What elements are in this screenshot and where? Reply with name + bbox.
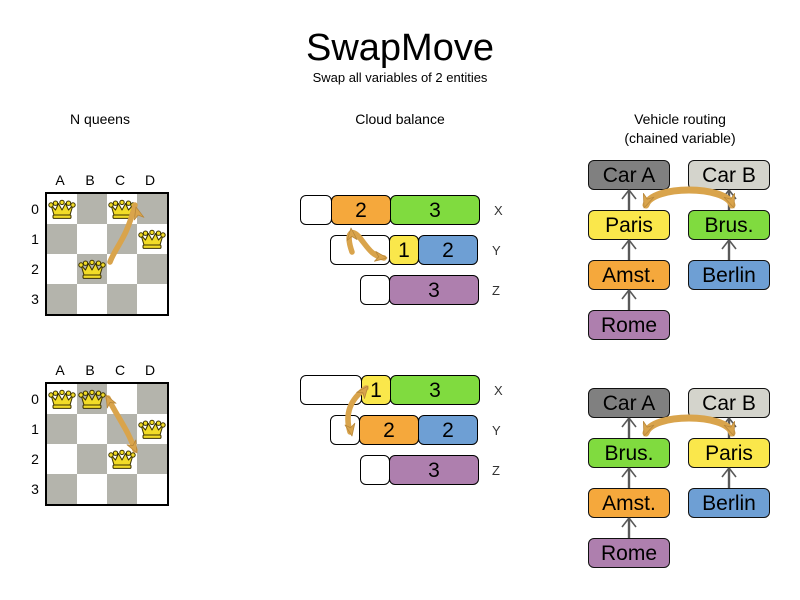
vrp-stop-brus[interactable]: Brus. xyxy=(688,210,770,240)
cloud-process-Z-1[interactable]: 3 xyxy=(389,455,479,485)
board-row-label-1: 1 xyxy=(31,421,39,437)
board-cell-B0[interactable] xyxy=(77,194,107,224)
page-title: SwapMove xyxy=(306,27,494,69)
vrp-stop-berlin[interactable]: Berlin xyxy=(688,488,770,518)
board-cell-A2[interactable] xyxy=(47,254,77,284)
board-cell-D2[interactable] xyxy=(137,444,167,474)
board-column-label-C: C xyxy=(114,362,126,378)
cloud-process-X-1[interactable]: 2 xyxy=(331,195,391,225)
board-cell-D1[interactable] xyxy=(137,224,167,254)
vrp-stop-amst[interactable]: Amst. xyxy=(588,488,670,518)
board-column-label-B: B xyxy=(85,172,95,188)
board-cell-A1[interactable] xyxy=(47,414,77,444)
board-column-label-C: C xyxy=(114,172,126,188)
queen-icon xyxy=(48,199,76,219)
section-heading-nqueens: N queens xyxy=(70,111,130,127)
queen-icon xyxy=(78,389,106,409)
queen-icon xyxy=(138,229,166,249)
queen-icon xyxy=(78,259,106,279)
board-column-label-B: B xyxy=(85,362,95,378)
cloud-computer-label-Z: Z xyxy=(492,463,500,478)
vrp-stop-amst[interactable]: Amst. xyxy=(588,260,670,290)
board-cell-A3[interactable] xyxy=(47,284,77,314)
board-cell-B1[interactable] xyxy=(77,224,107,254)
section-heading-vehiclerouting-line1: Vehicle routing xyxy=(634,111,726,127)
board-row-label-2: 2 xyxy=(31,261,39,277)
board-cell-B0[interactable] xyxy=(77,384,107,414)
board-cell-D2[interactable] xyxy=(137,254,167,284)
board-cell-B3[interactable] xyxy=(77,284,107,314)
queen-icon xyxy=(48,389,76,409)
cloud-process-Y-1[interactable]: 2 xyxy=(359,415,419,445)
board-row-label-0: 0 xyxy=(31,201,39,217)
cloud-computer-label-X: X xyxy=(494,203,503,218)
vrp-stop-paris[interactable]: Paris xyxy=(688,438,770,468)
board-column-label-A: A xyxy=(55,362,65,378)
queen-icon xyxy=(138,419,166,439)
board-column-label-D: D xyxy=(144,172,156,188)
board-cell-A2[interactable] xyxy=(47,444,77,474)
cloud-process-Y-2[interactable]: 2 xyxy=(418,415,478,445)
vrp-stop-rome[interactable]: Rome xyxy=(588,310,670,340)
board-row-label-0: 0 xyxy=(31,391,39,407)
cloud-process-Z-1[interactable]: 3 xyxy=(389,275,479,305)
board-row-label-2: 2 xyxy=(31,451,39,467)
cloud-computer-label-Z: Z xyxy=(492,283,500,298)
vrp-stop-brus[interactable]: Brus. xyxy=(588,438,670,468)
board-cell-D0[interactable] xyxy=(137,384,167,414)
board-cell-B1[interactable] xyxy=(77,414,107,444)
vrp-stop-paris[interactable]: Paris xyxy=(588,210,670,240)
cloud-process-X-2[interactable]: 3 xyxy=(390,375,480,405)
cloud-bar-Z: 3 xyxy=(360,275,479,305)
section-heading-vehiclerouting-line2: (chained variable) xyxy=(624,130,736,146)
board-cell-A0[interactable] xyxy=(47,194,77,224)
cloud-free-capacity-Z xyxy=(360,275,390,305)
board-column-label-D: D xyxy=(144,362,156,378)
board-cell-D1[interactable] xyxy=(137,414,167,444)
board-cell-A3[interactable] xyxy=(47,474,77,504)
board-row-label-3: 3 xyxy=(31,291,39,307)
cloud-process-Y-2[interactable]: 2 xyxy=(418,235,478,265)
vrp-vehicle-car-b[interactable]: Car B xyxy=(688,160,770,190)
queen-icon xyxy=(108,449,136,469)
vrp-stop-berlin[interactable]: Berlin xyxy=(688,260,770,290)
board-cell-D3[interactable] xyxy=(137,474,167,504)
vrp-vehicle-car-b[interactable]: Car B xyxy=(688,388,770,418)
vrp-vehicle-car-a[interactable]: Car A xyxy=(588,160,670,190)
cloud-bar-Z: 3 xyxy=(360,455,479,485)
board-column-label-A: A xyxy=(55,172,65,188)
board-cell-B2[interactable] xyxy=(77,444,107,474)
board-row-label-1: 1 xyxy=(31,231,39,247)
page-subtitle: Swap all variables of 2 entities xyxy=(312,70,488,85)
cloud-computer-label-Y: Y xyxy=(492,243,501,258)
cloud-computer-label-X: X xyxy=(494,383,503,398)
cloud-computer-label-Y: Y xyxy=(492,423,501,438)
board-cell-C3[interactable] xyxy=(107,284,137,314)
board-cell-D3[interactable] xyxy=(137,284,167,314)
section-heading-cloudbalance: Cloud balance xyxy=(355,111,445,127)
vrp-stop-rome[interactable]: Rome xyxy=(588,538,670,568)
board-row-label-3: 3 xyxy=(31,481,39,497)
vrp-vehicle-car-a[interactable]: Car A xyxy=(588,388,670,418)
board-cell-B3[interactable] xyxy=(77,474,107,504)
board-cell-B2[interactable] xyxy=(77,254,107,284)
board-cell-A1[interactable] xyxy=(47,224,77,254)
board-cell-A0[interactable] xyxy=(47,384,77,414)
board-cell-C3[interactable] xyxy=(107,474,137,504)
chessboard xyxy=(45,192,169,316)
cloud-process-X-2[interactable]: 3 xyxy=(390,195,480,225)
nqueens-board-before: A B C D 0 1 2 3 xyxy=(31,172,169,316)
